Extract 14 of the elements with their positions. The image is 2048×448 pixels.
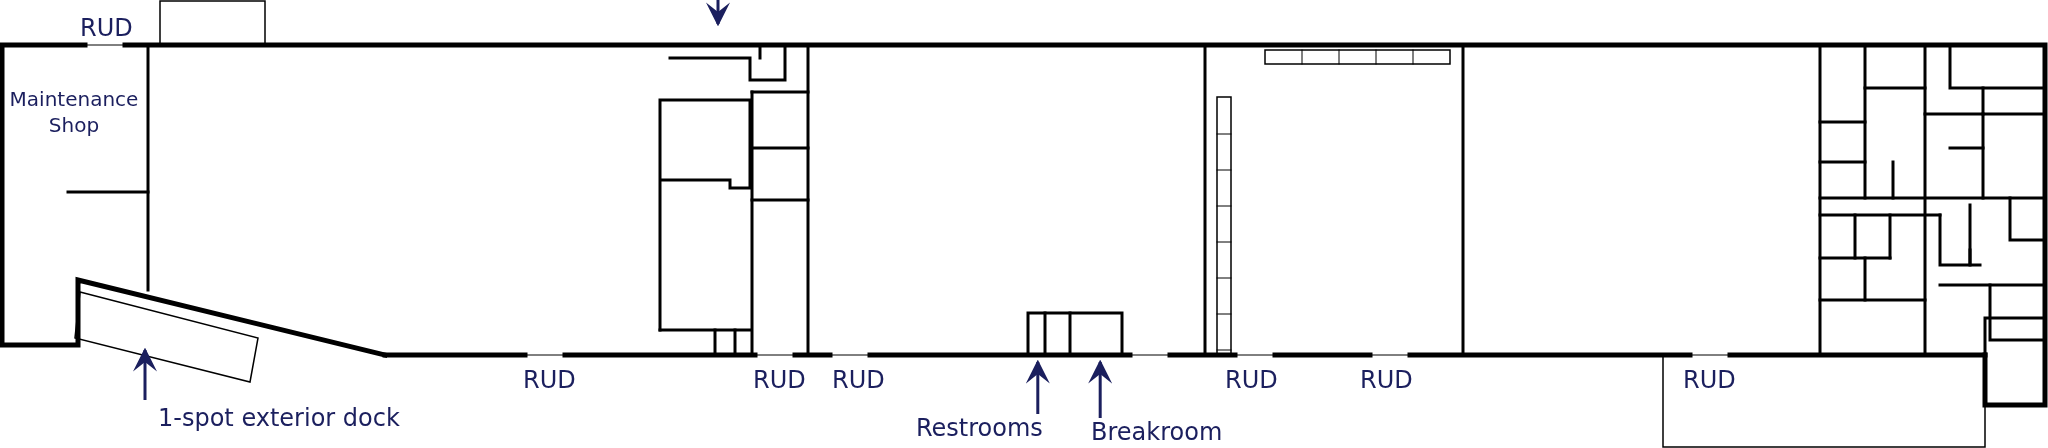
door-label: RUD	[1360, 366, 1413, 394]
room-label: Maintenance Shop	[8, 86, 140, 138]
breakroom-label: Breakroom	[1091, 418, 1223, 446]
door-label: RUD	[523, 366, 576, 394]
door-label: RUD	[1225, 366, 1278, 394]
arrow	[1088, 359, 1113, 418]
restrooms-label: Restrooms	[916, 414, 1043, 442]
arrow	[1025, 359, 1050, 414]
door-label: RUD	[1683, 366, 1736, 394]
door-label: RUD	[80, 14, 133, 42]
door-label: RUD	[832, 366, 885, 394]
door-label: RUD	[753, 366, 806, 394]
dock-label: 1-spot exterior dock	[158, 404, 400, 432]
arrow	[133, 347, 157, 400]
